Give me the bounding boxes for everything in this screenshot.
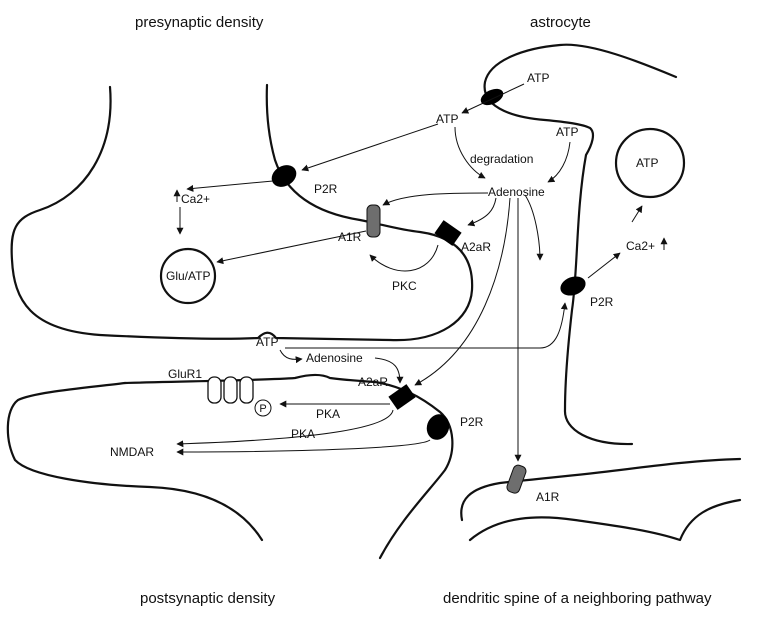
label-p2r-presynaptic: P2R xyxy=(314,182,338,196)
neighbor-spine-membrane xyxy=(460,457,742,522)
astrocyte-atp-vesicle xyxy=(614,127,686,199)
p2r-postsynaptic xyxy=(426,414,450,440)
title-presynaptic: presynaptic density xyxy=(135,14,264,31)
phosphate-marker xyxy=(254,399,272,417)
postsynaptic-top-edge xyxy=(123,373,377,385)
label-nmdar: NMDAR xyxy=(110,445,154,459)
arrow-adenosine-to-post-a2ar xyxy=(414,197,511,386)
a2ar-presynaptic xyxy=(434,220,462,246)
label-glur1: GluR1 xyxy=(168,367,202,381)
a2ar-postsynaptic xyxy=(388,384,416,410)
title-neighbor-spine: dendritic spine of a neighboring pathway xyxy=(443,590,712,607)
arrow-a1r-inhibit-release xyxy=(216,230,367,265)
label-atp-cleft: ATP xyxy=(256,335,278,349)
label-glu-atp: Glu/ATP xyxy=(166,269,210,283)
title-astrocyte: astrocyte xyxy=(530,14,591,31)
postsynaptic-membrane-right xyxy=(373,380,454,560)
label-ca2-presynaptic: Ca2+ xyxy=(181,192,210,206)
astrocyte-membrane xyxy=(483,43,678,446)
label-a1r-neighbor: A1R xyxy=(536,490,560,504)
label-adenosine-cleft: Adenosine xyxy=(306,351,363,365)
glu-atp-vesicle xyxy=(159,247,217,305)
presynaptic-membrane xyxy=(10,83,474,342)
arrow-atp-release xyxy=(461,83,525,114)
label-pka-lower: PKA xyxy=(291,427,315,441)
label-ca2-astrocyte: Ca2+ xyxy=(626,239,655,253)
label-atp-astrocyte: ATP xyxy=(527,71,549,85)
arrow-atp-to-adenosine-cleft xyxy=(279,349,303,364)
postsynaptic-membrane xyxy=(6,381,264,542)
arrow-p2r-to-ca2-astro xyxy=(587,252,621,279)
a1r-presynaptic xyxy=(366,204,381,238)
arrow-astro-atp-to-adenosine xyxy=(547,141,571,183)
arrow-atp-to-p2r xyxy=(301,123,439,172)
title-postsynaptic: postsynaptic density xyxy=(140,590,276,607)
label-pka-upper: PKA xyxy=(316,407,340,421)
arrow-adenosine-to-a2ar xyxy=(467,197,497,227)
astrocyte-atp-channel xyxy=(480,88,504,106)
label-a1r-presynaptic: A1R xyxy=(338,230,362,244)
neighbor-spine-membrane-lower xyxy=(468,498,742,542)
a1r-neighbor xyxy=(506,464,527,494)
arrow-a2ar-pka-to-nmdar xyxy=(176,409,394,448)
label-a2ar-presynaptic: A2aR xyxy=(461,240,491,254)
arrow-ca2-to-atp-vesicle xyxy=(631,205,643,223)
phosphate-label: P xyxy=(259,403,266,415)
arrow-a2ar-pkc xyxy=(369,244,439,272)
label-atp-astrocyte-right: ATP xyxy=(556,125,578,139)
label-a2ar-postsynaptic: A2aR xyxy=(358,375,388,389)
arrow-cleft-atp-to-astro-p2r xyxy=(285,302,568,349)
arrow-adenosine-long xyxy=(524,194,544,261)
label-atp-vesicle-astrocyte: ATP xyxy=(636,156,658,170)
p2r-astrocyte xyxy=(560,276,586,296)
arrow-adenosine-cleft-to-a2ar xyxy=(374,357,404,384)
arrow-p2r-to-ca2 xyxy=(186,180,274,192)
glur1-receptor xyxy=(207,376,254,404)
label-pkc: PKC xyxy=(392,279,417,293)
arrow-atp-to-adenosine xyxy=(454,126,486,179)
p2r-presynaptic xyxy=(271,165,297,187)
arrow-adenosine-to-a1r xyxy=(382,192,489,206)
label-p2r-astrocyte: P2R xyxy=(590,295,614,309)
label-adenosine-top: Adenosine xyxy=(488,185,545,199)
label-p2r-postsynaptic: P2R xyxy=(460,415,484,429)
arrow-p2r-to-nmdar xyxy=(176,439,431,456)
label-atp-released: ATP xyxy=(436,112,458,126)
label-degradation: degradation xyxy=(470,152,533,166)
